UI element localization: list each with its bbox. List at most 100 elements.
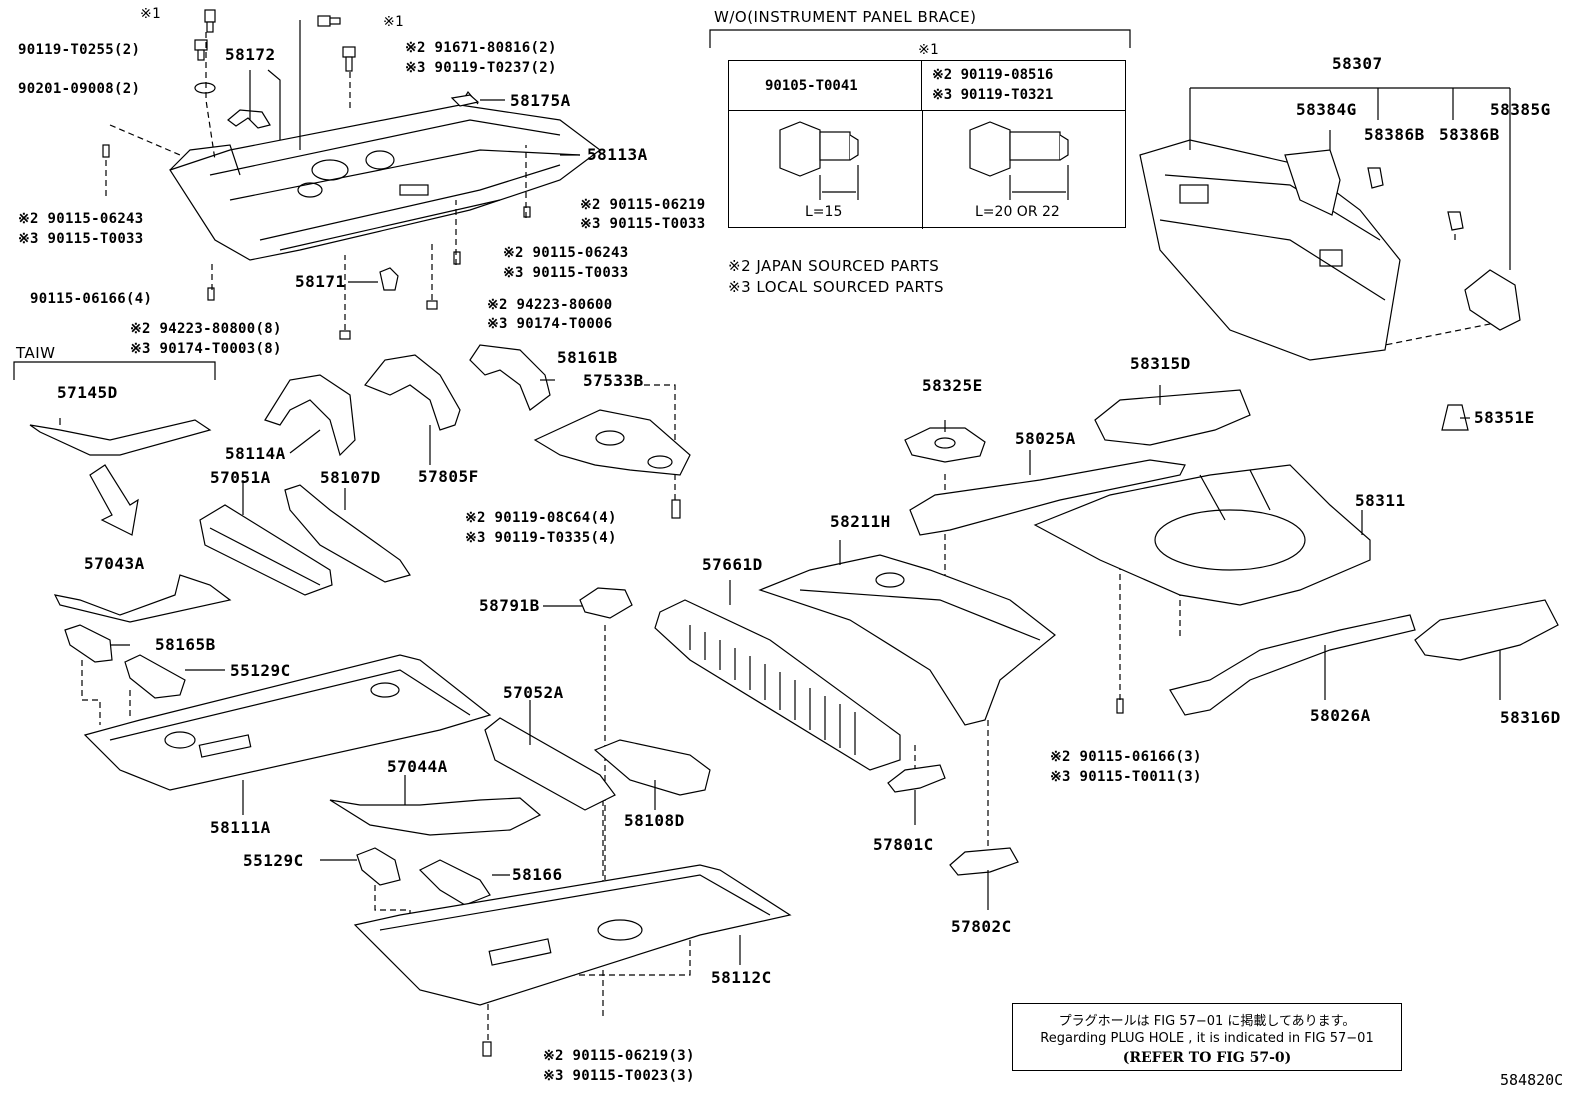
fastener-callout: ※2 90115-06166(3) [1050, 749, 1202, 765]
fastener-callout: ※1 [140, 6, 161, 22]
fastener-table-col2-line1: ※2 90119-08516 [932, 67, 1054, 83]
clip-58386b-b [1447, 211, 1464, 231]
rear-panel-edge [1164, 174, 1381, 241]
part-label: 58385G [1490, 100, 1551, 119]
fastener-callout: 90115-06166(4) [30, 291, 153, 307]
floor-slot [198, 734, 252, 758]
cross-member-ribs [689, 625, 856, 755]
part-label: 58211H [830, 512, 891, 531]
fastener-callout: ※3 90115-T0023(3) [543, 1068, 695, 1084]
part-label: 58384G [1296, 100, 1357, 119]
rear-floor-58211h [758, 554, 1056, 726]
bracket-57802c [949, 847, 1019, 876]
brace-table-bolts [779, 121, 1069, 177]
part-label: 58026A [1310, 706, 1371, 725]
diagram-code: 584820C [1500, 1071, 1564, 1089]
rail-57145d [29, 419, 212, 456]
brace-table-dims [819, 165, 1069, 200]
rail-57043a [53, 574, 232, 623]
fastener-callout: ※2 94223-80600 [487, 297, 613, 313]
taiw-bracket [13, 361, 216, 380]
floor-edge [109, 669, 471, 741]
part-label: 58161B [557, 348, 618, 367]
fastener-callout: ※3 90174-T0003(8) [130, 341, 282, 357]
member-58108d [593, 739, 711, 796]
part-label: 58386B [1364, 125, 1425, 144]
fastener-callout: ※3 90115-T0033 [18, 231, 144, 247]
bracket-58172 [227, 109, 271, 129]
bracket-58166 [418, 859, 491, 906]
fastener-table-col2-header: ※2 90119-08516 ※3 90119-T0321 [922, 61, 1125, 111]
part-label: 58112C [711, 968, 772, 987]
rear-panel-edge [1159, 219, 1386, 301]
reinforcement-58161b [469, 344, 551, 411]
part-label: 58311 [1355, 491, 1406, 510]
fastener-callout: ※3 90115-T0011(3) [1050, 769, 1202, 785]
bracket-55129c [124, 654, 186, 699]
fastener-table-col2-line2: ※3 90119-T0321 [932, 87, 1054, 103]
side-member-58026a [1169, 614, 1416, 716]
fastener-table-col1-length: L=15 [805, 204, 843, 220]
part-label: 58315D [1130, 354, 1191, 373]
clip-58386b-a [1367, 167, 1384, 189]
fastener-table-col1-header: 90105-T0041 [729, 61, 922, 111]
brace-note-marker: ※1 [918, 42, 939, 58]
cross-member-57661d [654, 599, 901, 771]
member-57052a [484, 717, 616, 811]
part-label: 58351E [1474, 408, 1535, 427]
rear-panel-58307 [1139, 139, 1401, 361]
bracket-57801c [887, 764, 946, 793]
floor-pan-58112c [353, 864, 792, 1006]
plate-hole [647, 455, 673, 469]
fastener-callout: ※3 90115-T0033 [580, 216, 706, 232]
part-label: 58171 [295, 272, 346, 291]
bracket-58384g [1284, 149, 1341, 216]
fastener-callout: 90119-T0255(2) [18, 42, 141, 58]
rear-panel-hole [1319, 249, 1343, 267]
part-label: 57802C [951, 917, 1012, 936]
part-label: 58114A [225, 444, 286, 463]
grommet-58175a [450, 94, 480, 107]
rear-panel-hole [1179, 184, 1209, 204]
bolt-icons [102, 9, 1124, 1057]
side-member-58025a [909, 459, 1186, 536]
bracket-58385g [1464, 269, 1521, 331]
fastener-callout: ※3 90119-T0237(2) [405, 60, 557, 76]
rail-57044a [329, 797, 542, 836]
fastener-callout: ※2 90119-08C64(4) [465, 510, 617, 526]
fastener-callout: ※3 90119-T0335(4) [465, 530, 617, 546]
floor-slot [488, 938, 552, 966]
part-label: 58175A [510, 91, 571, 110]
front-floor-panel-58113a [169, 90, 601, 261]
spare-tire-pan-58311 [1033, 464, 1371, 606]
brace-note-title: W/O(INSTRUMENT PANEL BRACE) [714, 8, 977, 26]
rear-floor-edge [799, 589, 1041, 641]
plate-hole [595, 430, 625, 446]
fastener-table: 90105-T0041 ※2 90119-08516 ※3 90119-T032… [728, 60, 1126, 229]
refer-note-japanese: プラグホールは FIG 57−01 に掲載してあります。 [1058, 1014, 1356, 1029]
part-label: 58107D [320, 468, 381, 487]
part-label: 57044A [387, 757, 448, 776]
bracket-58791b [579, 587, 633, 619]
fastener-table-col1-part: 90105-T0041 [765, 78, 858, 94]
part-label: 58165B [155, 635, 216, 654]
part-label: 58172 [225, 45, 276, 64]
part-label: 58111A [210, 818, 271, 837]
part-label: 58386B [1439, 125, 1500, 144]
refer-note-link[interactable]: (REFER TO FIG 57-0) [1122, 1050, 1292, 1066]
part-label: 58025A [1015, 429, 1076, 448]
part-label: 57052A [503, 683, 564, 702]
refer-note-box: プラグホールは FIG 57−01 に掲載してあります。 Regarding P… [1012, 1003, 1402, 1071]
part-label: 58791B [479, 596, 540, 615]
panel-58315d [1094, 389, 1251, 446]
fastener-callout: ※2 90115-06219 [580, 197, 706, 213]
fastener-callout: ※3 90174-T0006 [487, 316, 613, 332]
fastener-callout: 90201-09008(2) [18, 81, 141, 97]
part-label: 57145D [57, 383, 118, 402]
part-label: 57801C [873, 835, 934, 854]
bracket-58165b [64, 624, 113, 663]
fastener-table-divider [922, 111, 923, 229]
arrow-icon [89, 464, 139, 536]
part-label: 58108D [624, 811, 685, 830]
